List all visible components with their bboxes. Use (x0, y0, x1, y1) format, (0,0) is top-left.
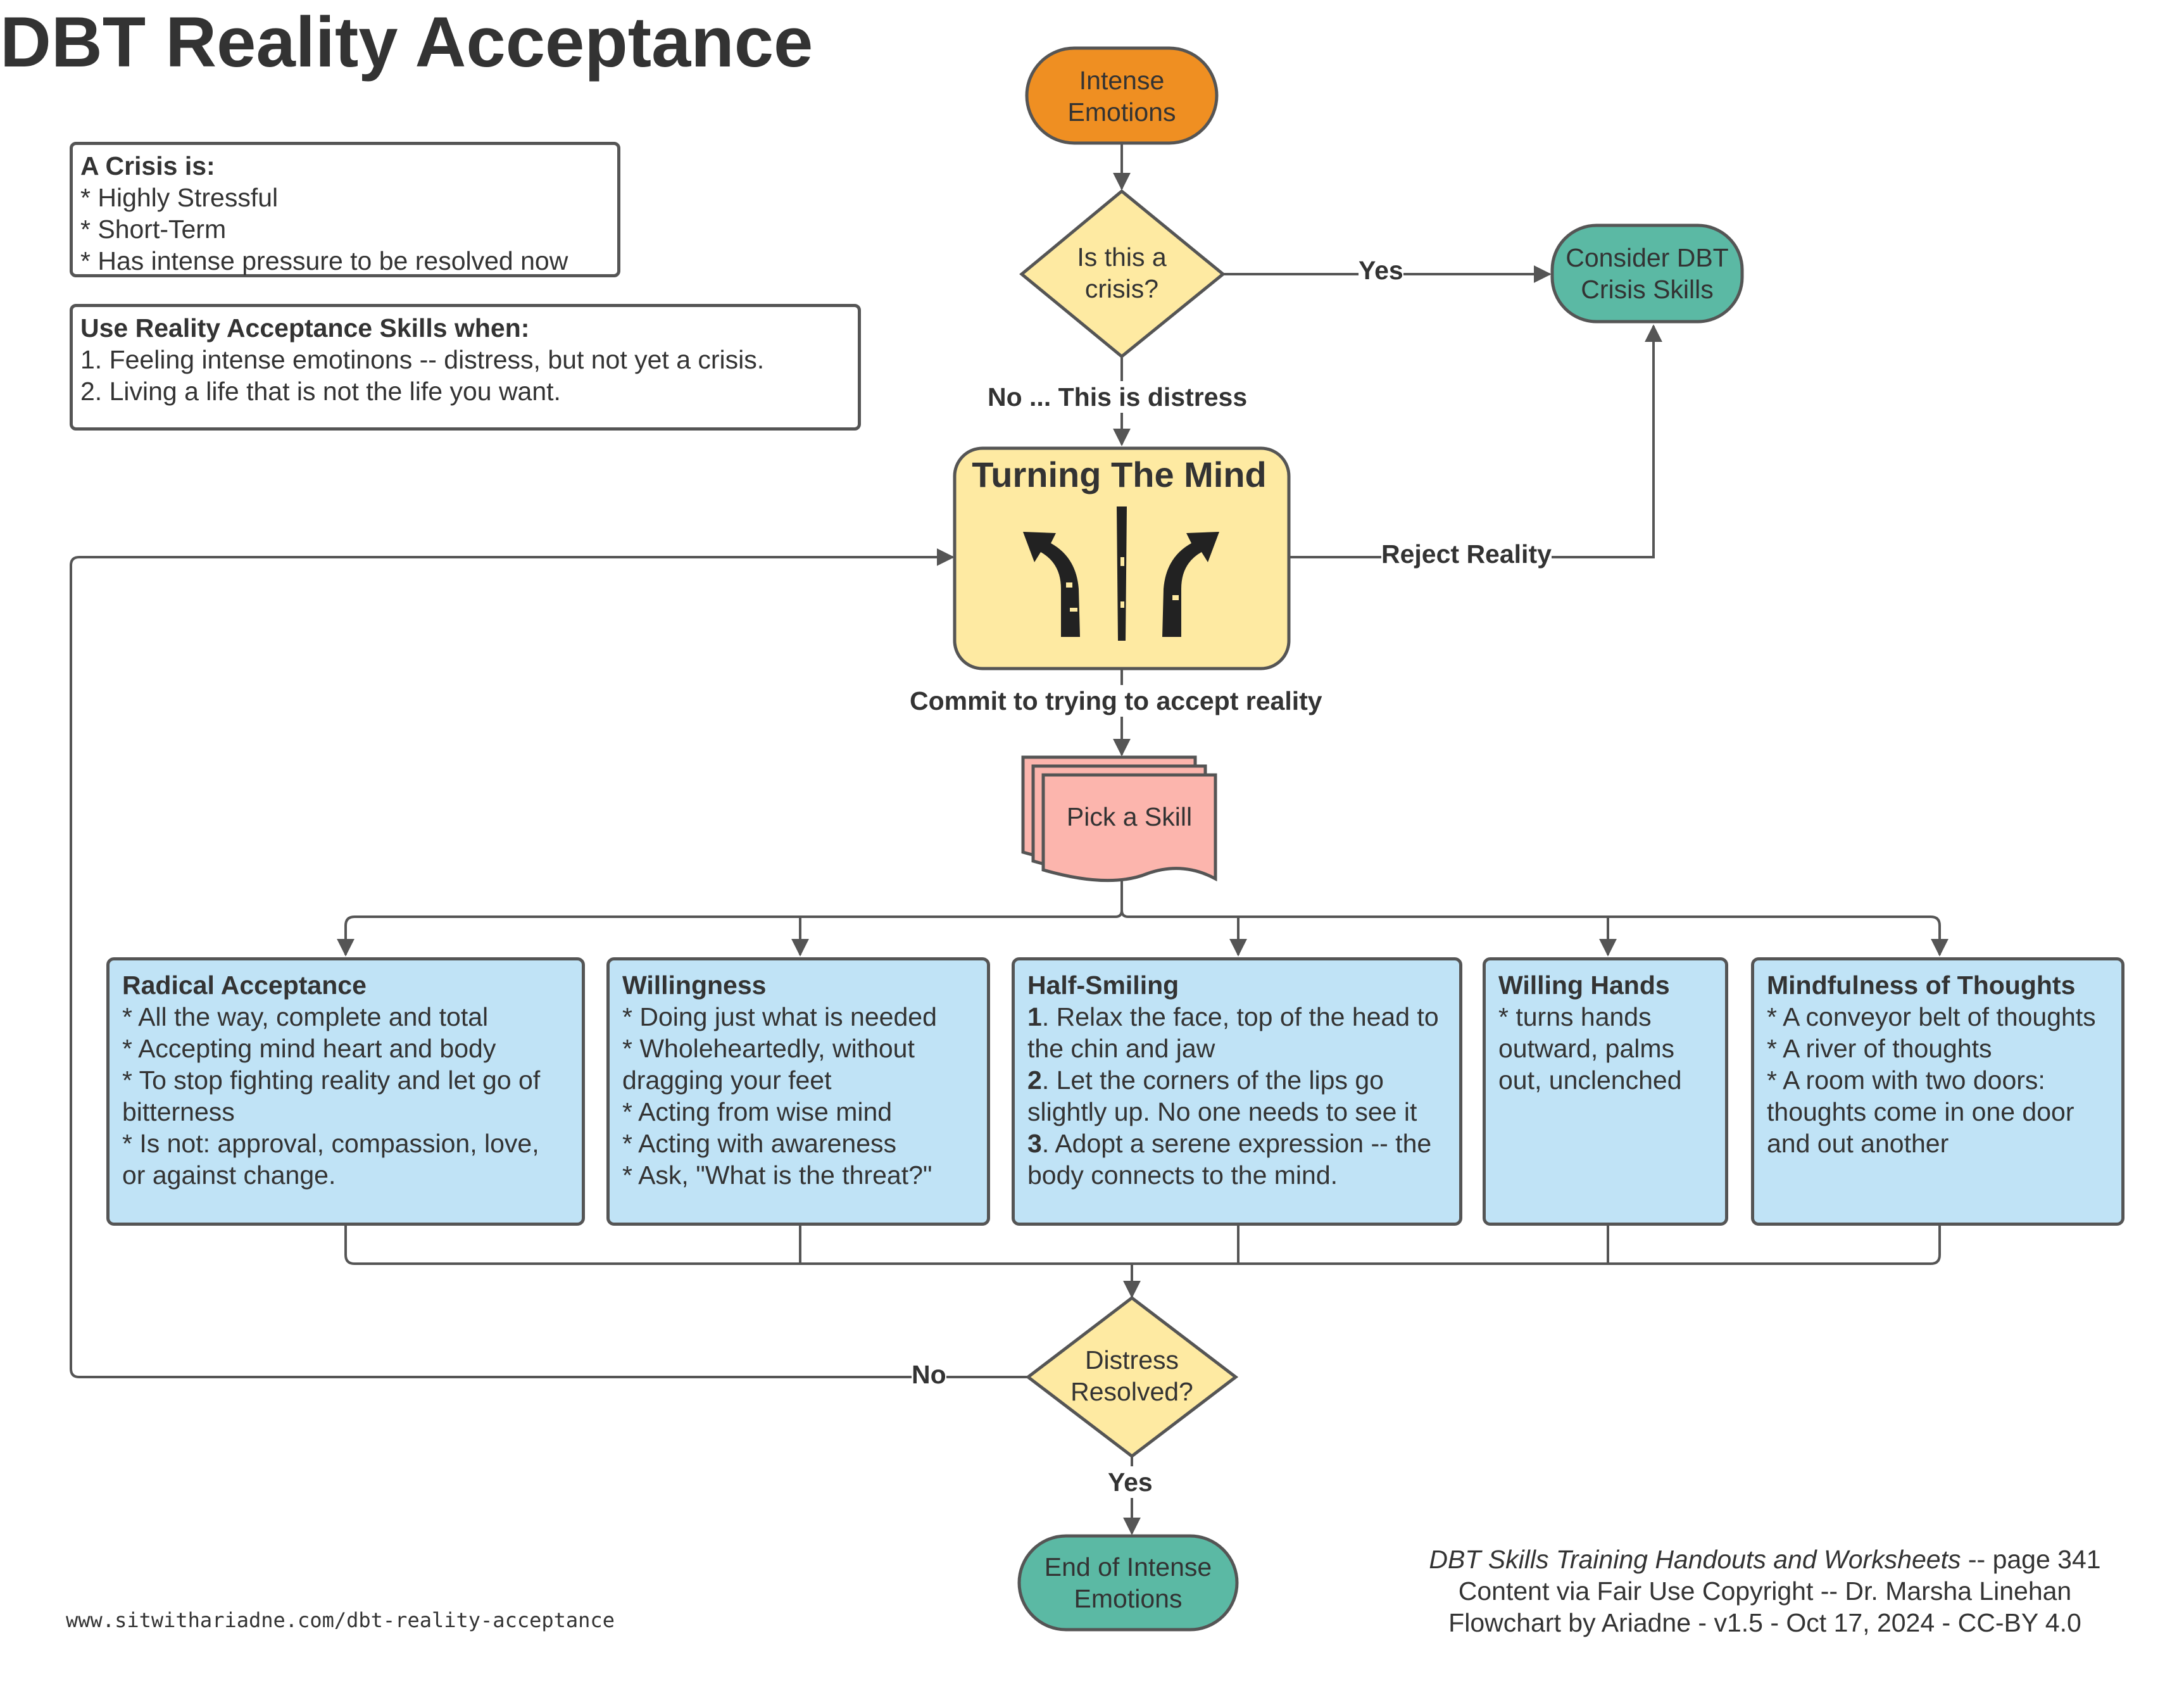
crisis-definition-box: A Crisis is: * Highly Stressful * Short-… (70, 142, 620, 277)
use-skills-box: Use Reality Acceptance Skills when: 1. F… (70, 304, 861, 431)
end-emotions-label: End of Intense Emotions (1044, 1552, 1212, 1613)
skill-line: * Ask, "What is the threat?" (622, 1161, 932, 1190)
skill-line: * Doing just what is needed (622, 1002, 937, 1031)
skill-step: 2. Let the corners of the lips go slight… (1027, 1064, 1447, 1128)
use-item: 1. Feeling intense emotinons -- distress… (80, 345, 765, 374)
skill-line: * A conveyor belt of thoughts (1767, 1002, 2096, 1031)
skill-half-smiling: Half-Smiling 1. Relax the face, top of t… (1012, 957, 1462, 1226)
footer-copyright: Content via Fair Use Copyright -- Dr. Ma… (1458, 1576, 2072, 1606)
skill-line: * Is not: approval, compassion, love, or… (122, 1129, 539, 1190)
consider-dbt-node (1550, 223, 1744, 324)
skill-step: 3. Adopt a serene expression -- the body… (1027, 1128, 1447, 1191)
edge-label-no: No (912, 1359, 946, 1390)
skill-radical-acceptance: Radical Acceptance * All the way, comple… (106, 957, 585, 1226)
crisis-item: * Highly Stressful (80, 183, 279, 212)
skill-line: * To stop fighting reality and let go of… (122, 1066, 541, 1126)
skill-line: * Wholeheartedly, without dragging your … (622, 1034, 915, 1095)
footer-url[interactable]: www.sitwithariadne.com/dbt-reality-accep… (66, 1608, 615, 1632)
skill-line: * A river of thoughts (1767, 1034, 1992, 1063)
skill-line: * Accepting mind heart and body (122, 1034, 496, 1063)
skill-line: * Acting with awareness (622, 1129, 897, 1158)
skill-title: Half-Smiling (1027, 971, 1179, 1000)
crisis-item: * Short-Term (80, 215, 227, 244)
skill-willingness: Willingness * Doing just what is needed … (606, 957, 990, 1226)
distress-resolved-label: Distress Resolved? (1070, 1345, 1193, 1406)
edge-merge (344, 1226, 1941, 1265)
step-number: 2 (1027, 1066, 1042, 1095)
footer-source: DBT Skills Training Handouts and Workshe… (1423, 1544, 2107, 1575)
skill-title: Willingness (622, 971, 767, 1000)
page-title: DBT Reality Acceptance (0, 3, 813, 82)
edge-distribute (337, 874, 1123, 957)
edge-label-reject: Reject Reality (1381, 538, 1552, 570)
turning-mind-label: Turning The Mind (972, 455, 1267, 494)
use-item: 2. Living a life that is not the life yo… (80, 377, 561, 406)
intense-emotions-node (1025, 46, 1219, 145)
edge-label-yes-bottom: Yes (1108, 1466, 1153, 1498)
edge-label-commit: Commit to trying to accept reality (910, 685, 1322, 717)
crisis-heading: A Crisis is: (80, 151, 215, 180)
step-text: . Relax the face, top of the head to the… (1027, 1002, 1439, 1063)
skill-line: * turns hands outward, palms out, unclen… (1498, 1002, 1682, 1095)
step-text: . Let the corners of the lips go slightl… (1027, 1066, 1417, 1126)
step-number: 1 (1027, 1002, 1042, 1031)
edge-loop-back (70, 548, 1029, 1378)
skill-title: Willing Hands (1498, 971, 1670, 1000)
is-crisis-label: Is this a crisis? (1077, 242, 1167, 303)
intense-emotions-label: Intense Emotions (1067, 66, 1176, 127)
source-page: -- page 341 (1961, 1545, 2101, 1574)
consider-dbt-label: Consider DBT Crisis Skills (1566, 243, 1729, 304)
source-title: DBT Skills Training Handouts and Workshe… (1429, 1545, 1961, 1574)
crisis-item: * Has intense pressure to be resolved no… (80, 246, 568, 275)
skill-mindfulness-thoughts: Mindfulness of Thoughts * A conveyor bel… (1751, 957, 2124, 1226)
edge-label-yes: Yes (1359, 255, 1403, 286)
use-heading: Use Reality Acceptance Skills when: (80, 313, 530, 343)
skill-line: * A room with two doors: thoughts come i… (1767, 1066, 2074, 1158)
footer-credit: Flowchart by Ariadne - v1.5 - Oct 17, 20… (1448, 1608, 2081, 1637)
skill-step: 1. Relax the face, top of the head to th… (1027, 1001, 1447, 1064)
skill-willing-hands: Willing Hands * turns hands outward, pal… (1483, 957, 1728, 1226)
end-emotions-node (1017, 1534, 1239, 1632)
skill-title: Radical Acceptance (122, 971, 367, 1000)
edge-reject-reality (1288, 324, 1662, 558)
distress-resolved-diamond (1025, 1295, 1239, 1459)
split-arrows-icon (1023, 506, 1219, 641)
pick-skill-label: Pick a Skill (1066, 802, 1193, 831)
edge-label-no-distress: No ... This is distress (988, 381, 1248, 413)
edge-distribute-2 (1120, 910, 1949, 957)
skill-line: * Acting from wise mind (622, 1097, 893, 1126)
step-text: . Adopt a serene expression -- the body … (1027, 1129, 1432, 1190)
is-crisis-diamond (1019, 189, 1226, 359)
step-number: 3 (1027, 1129, 1042, 1158)
pick-skill-node (1021, 755, 1217, 883)
skill-line: * All the way, complete and total (122, 1002, 489, 1031)
skill-title: Mindfulness of Thoughts (1767, 971, 2076, 1000)
